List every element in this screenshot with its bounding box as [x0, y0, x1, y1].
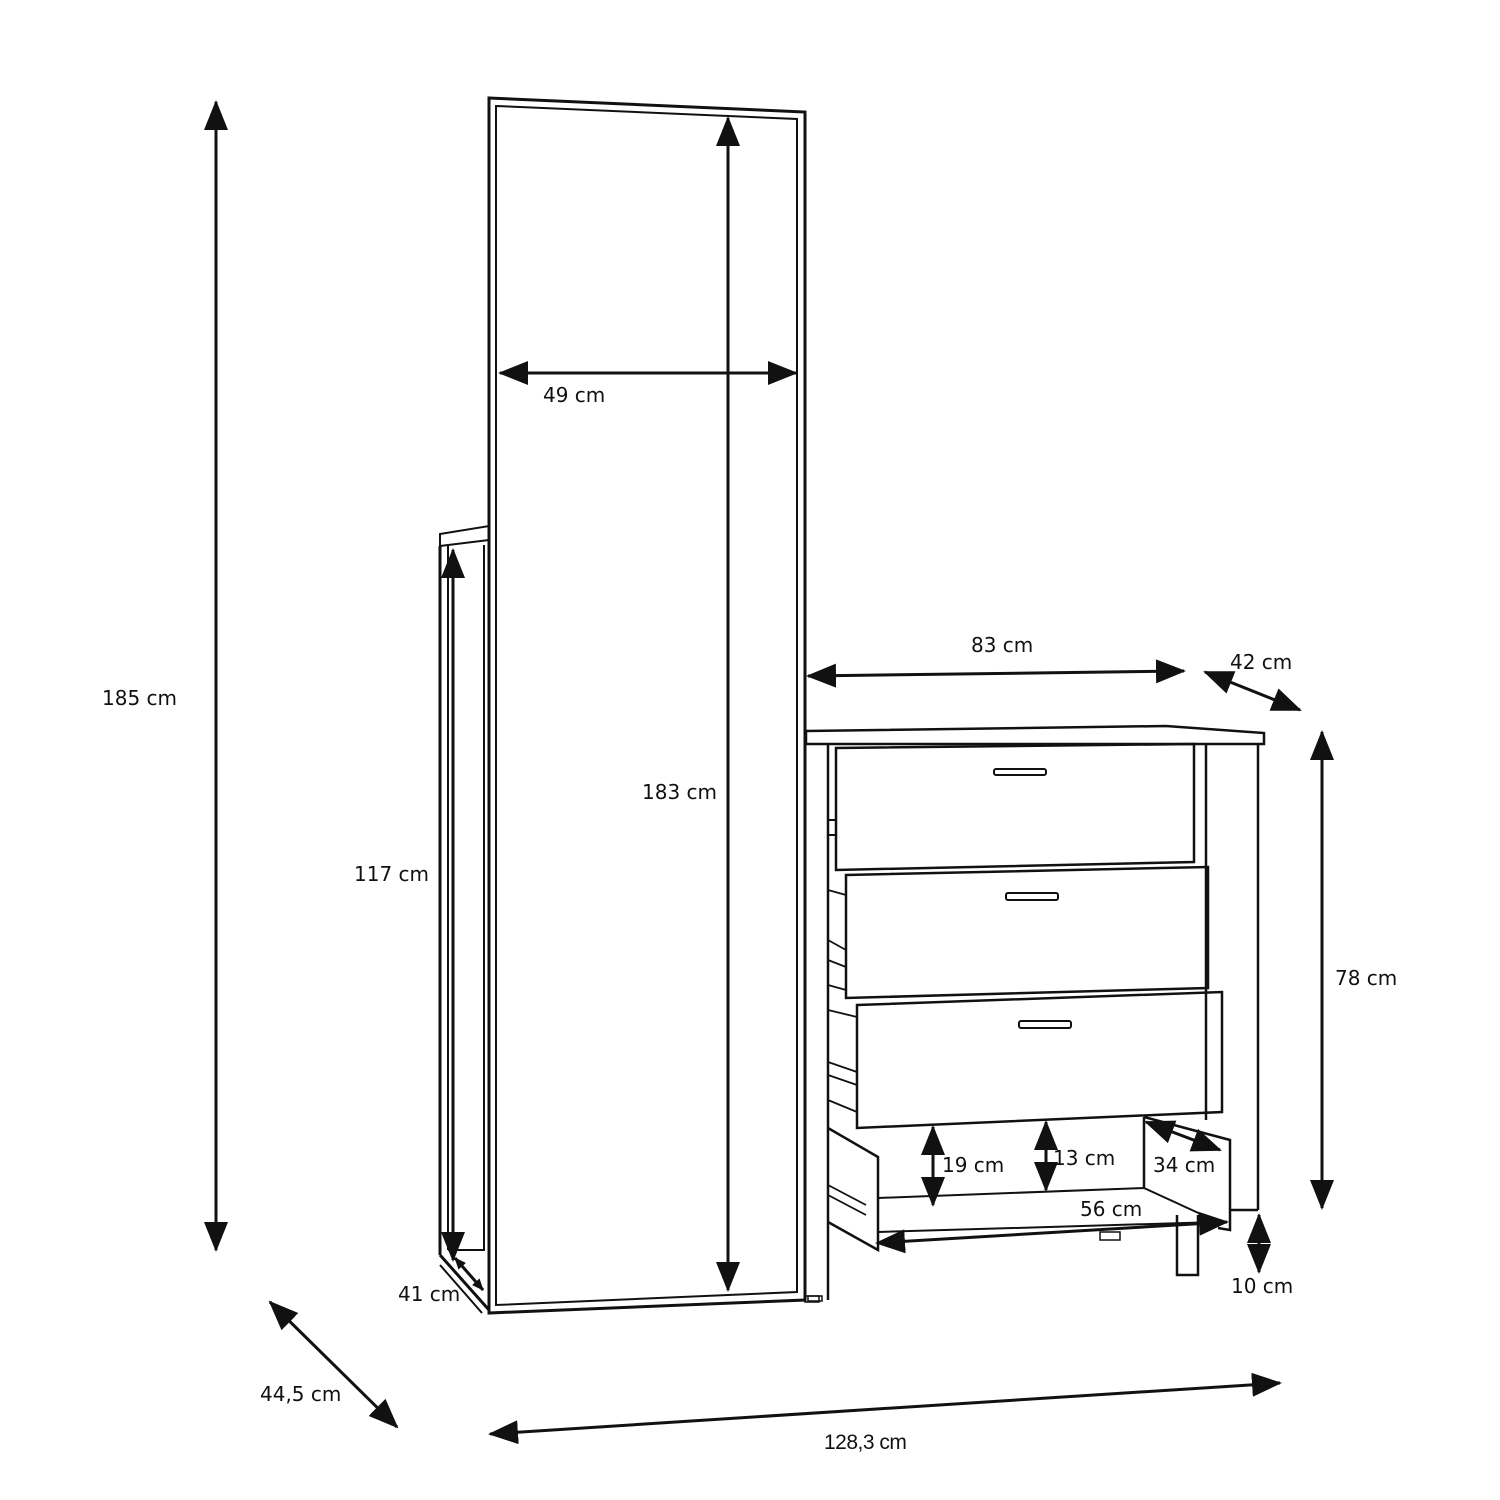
chest-of-drawers	[804, 724, 1266, 1302]
arrow-chest-depth	[1203, 670, 1302, 712]
label-leg-height: 10 cm	[1231, 1274, 1294, 1298]
label-drawer-inner-depth: 34 cm	[1153, 1153, 1216, 1177]
arrow-total-depth	[268, 1300, 399, 1429]
drawer-third	[827, 990, 1224, 1130]
arrow-chest-width	[806, 659, 1186, 688]
label-chest-depth: 42 cm	[1230, 650, 1293, 674]
arrow-drawer-inner-depth	[1144, 1120, 1222, 1152]
label-total-width: 128,3 cm	[824, 1431, 907, 1454]
dimension-arrows	[204, 100, 1334, 1445]
label-chest-width: 83 cm	[971, 633, 1034, 657]
arrow-rack-depth	[453, 1257, 485, 1291]
label-drawer-front-height: 19 cm	[942, 1153, 1005, 1177]
drawer-second	[827, 865, 1210, 1000]
drawer-bottom-open	[827, 1115, 1232, 1253]
label-drawer-inner-width: 56 cm	[1080, 1197, 1143, 1221]
label-chest-height: 78 cm	[1335, 966, 1398, 990]
arrow-total-width	[488, 1372, 1282, 1445]
side-rack	[438, 524, 491, 1314]
label-rack-height: 117 cm	[354, 862, 430, 886]
label-rack-depth: 41 cm	[398, 1282, 461, 1306]
arrow-drawer-inner-width	[875, 1211, 1229, 1254]
label-mirror-width: 49 cm	[543, 383, 606, 407]
label-mirror-height: 183 cm	[642, 780, 718, 804]
mirror-frame	[487, 96, 820, 1315]
label-total-height: 185 cm	[102, 686, 178, 710]
drawer-top	[828, 742, 1196, 872]
label-drawer-inner-height: 13 cm	[1053, 1146, 1116, 1170]
label-total-depth: 44,5 cm	[260, 1382, 342, 1406]
